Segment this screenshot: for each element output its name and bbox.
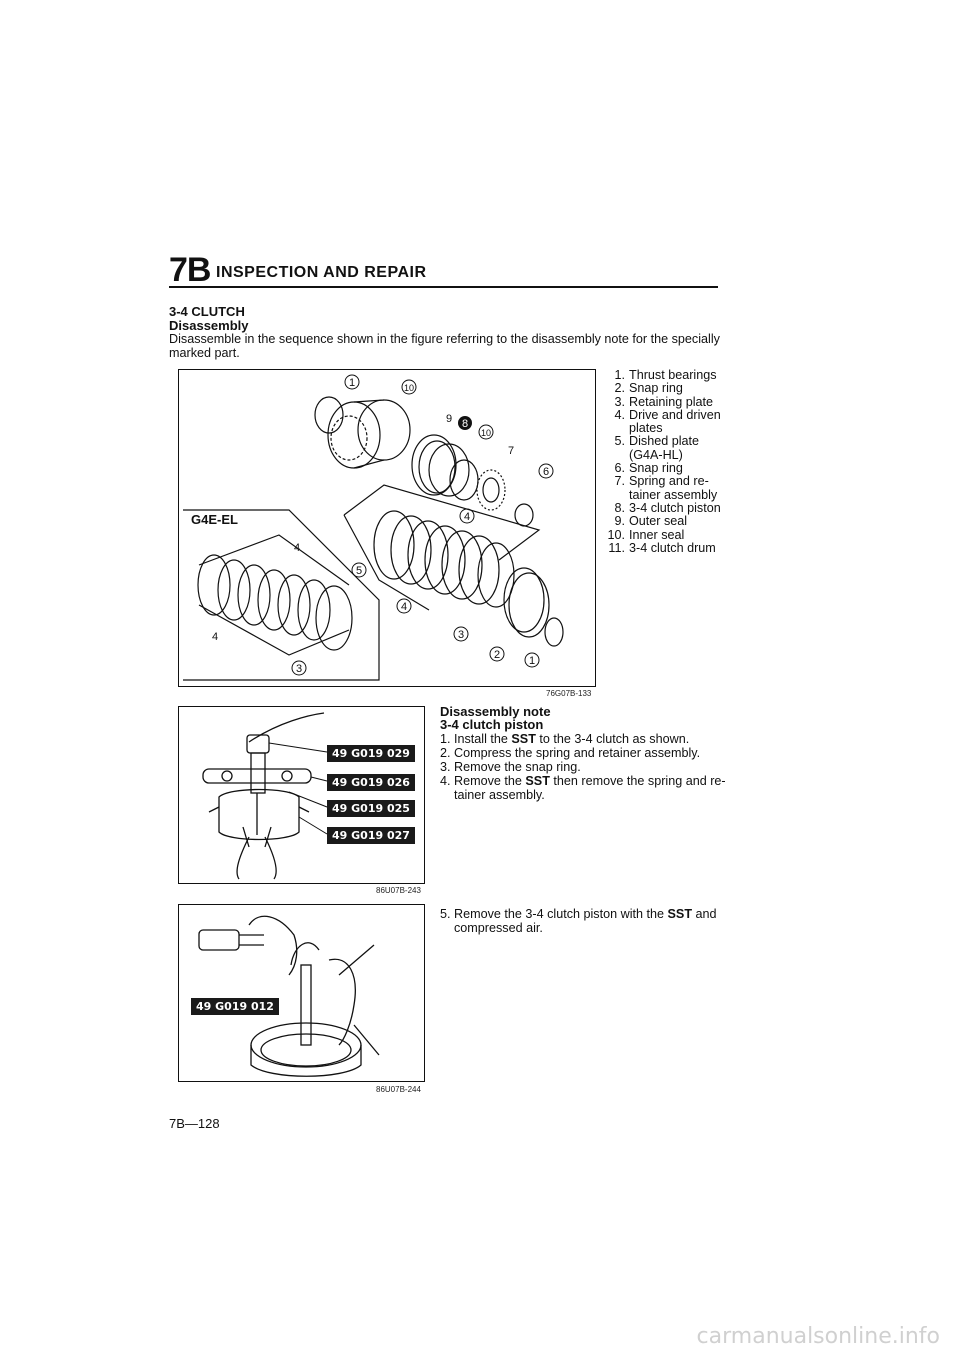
callout-6: 6 <box>543 466 549 478</box>
sst-tool-figure: 49 G019 029 49 G019 026 49 G019 025 49 G… <box>178 706 425 884</box>
callout-5: 5 <box>356 565 362 577</box>
callout-7: 7 <box>508 445 514 457</box>
list-item: 3.Remove the snap ring. <box>440 760 581 774</box>
watermark: carmanualsonline.info <box>696 1324 940 1349</box>
figure3-code: 86U07B-244 <box>376 1085 421 1094</box>
inset-label: G4E-EL <box>191 512 238 527</box>
intro-paragraph: Disassemble in the sequence shown in the… <box>169 332 720 360</box>
note-steps: 1.Install the SST to the 3-4 clutch as s… <box>440 732 730 802</box>
list-item: 1.Install the SST to the 3-4 clutch as s… <box>440 732 690 746</box>
section-subtitle: Disassembly <box>169 318 249 333</box>
page-number: 7B—128 <box>169 1116 220 1131</box>
list-item: 11.3-4 clutch drum <box>608 540 716 555</box>
parts-list: 1.Thrust bearings 2.Snap ring 3.Retainin… <box>605 368 735 555</box>
section-number: 7B <box>169 251 211 289</box>
list-item: 2.Compress the spring and retainer assem… <box>440 746 701 760</box>
callout-10b: 10 <box>481 428 491 438</box>
callout-10: 10 <box>404 383 414 393</box>
callout-3: 3 <box>458 629 464 641</box>
list-item: 8.3-4 clutch piston <box>614 500 721 515</box>
list-item: 10.Inner seal <box>607 527 685 542</box>
figure1-code: 76G07B-133 <box>546 689 592 698</box>
list-item: 5.Dished plate (G4A-HL) <box>614 434 700 462</box>
figure2-code: 86U07B-243 <box>376 886 421 895</box>
callout-9: 9 <box>446 413 452 425</box>
callout-inset-4: 4 <box>294 542 300 554</box>
piston-removal-drawing <box>198 915 380 1077</box>
page-header-title: INSPECTION AND REPAIR <box>216 264 427 281</box>
callout-inset-4b: 4 <box>212 631 218 643</box>
list-item: 7.Spring and re- tainer assembly <box>614 474 718 502</box>
exploded-view-figure: 1 10 9 8 10 7 6 4 5 4 3 2 1 4 4 3 G4E-EL <box>178 369 596 687</box>
section-title: 3-4 CLUTCH <box>169 304 245 319</box>
tool-tag-026: 49 G019 026 <box>327 774 415 791</box>
list-item: 2.Snap ring <box>614 381 683 396</box>
callout-1: 1 <box>349 377 355 389</box>
callout-inset-3: 3 <box>296 663 302 675</box>
list-item: 9.Outer seal <box>614 514 688 529</box>
list-item: 6.Snap ring <box>614 461 683 476</box>
header-rule <box>169 286 718 288</box>
tool-tag-012: 49 G019 012 <box>191 998 279 1015</box>
list-item: 3.Retaining plate <box>614 394 714 409</box>
list-item: 4.Remove the SST then remove the spring … <box>440 774 726 802</box>
tool-tag-027: 49 G019 027 <box>327 827 415 844</box>
tool-tag-029: 49 G019 029 <box>327 745 415 762</box>
list-item: 1.Thrust bearings <box>614 368 717 382</box>
sst-tool-drawing <box>202 712 325 880</box>
clutch-exploded-drawing: 1 10 9 8 10 7 6 4 5 4 3 2 1 4 4 3 <box>183 374 564 681</box>
tool-tag-025: 49 G019 025 <box>327 800 415 817</box>
list-item: 5.Remove the 3-4 clutch piston with the … <box>440 907 717 935</box>
piston-removal-figure: 49 G019 012 <box>178 904 425 1082</box>
note-subtitle: 3-4 clutch piston <box>440 717 544 732</box>
list-item: 4.Drive and driven plates <box>614 407 721 436</box>
callout-1b: 1 <box>529 655 535 667</box>
callout-4b: 4 <box>401 601 407 613</box>
callout-8: 8 <box>462 418 468 430</box>
callout-2: 2 <box>494 649 500 661</box>
note-title: Disassembly note <box>440 704 551 719</box>
step-5: 5.Remove the 3-4 clutch piston with the … <box>440 907 730 935</box>
callout-4: 4 <box>464 511 470 523</box>
